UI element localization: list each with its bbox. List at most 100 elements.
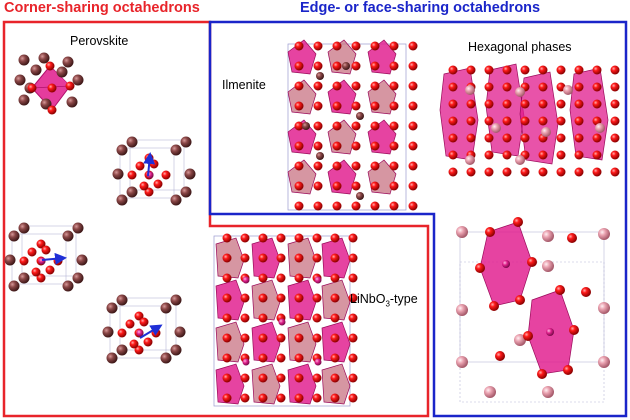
- a-site-atom: [356, 112, 364, 120]
- oxygen-atom: [538, 99, 548, 109]
- oxygen-atom: [240, 393, 250, 403]
- oxygen-atom: [592, 65, 602, 75]
- oxygen-atom: [258, 353, 268, 363]
- oxygen-atom: [351, 61, 361, 71]
- oxygen-atom: [513, 217, 523, 227]
- oxygen-atom: [581, 287, 591, 297]
- oxygen-atom: [408, 161, 418, 171]
- oxygen-atom: [592, 150, 602, 160]
- octahedron: [287, 321, 317, 363]
- oxygen-atom: [258, 253, 268, 263]
- oxygen-atom: [31, 267, 41, 277]
- hexagonal-phase-structure: [439, 63, 620, 177]
- a-site-atom: [112, 168, 124, 180]
- oxygen-atom: [348, 373, 358, 383]
- oxygen-atom: [348, 233, 358, 243]
- oxygen-atom: [448, 116, 458, 126]
- oxygen-atom: [408, 201, 418, 211]
- oxygen-atom: [294, 293, 304, 303]
- displacement-arrow: [41, 252, 67, 265]
- a-site-atom: [465, 85, 475, 95]
- oxygen-atom: [408, 41, 418, 51]
- oxygen-atom: [139, 317, 149, 327]
- a-site-atom: [18, 222, 30, 234]
- oxygen-atom: [592, 99, 602, 109]
- a-site-atom: [542, 230, 554, 242]
- displacement-arrow: [143, 152, 156, 177]
- oxygen-atom: [370, 61, 380, 71]
- edge-face-sharing-heading: Edge- or face-sharing octahedrons: [300, 0, 541, 16]
- oxygen-atom: [527, 257, 537, 267]
- oxygen-atom: [312, 393, 322, 403]
- oxygen-atom: [222, 373, 232, 383]
- oxygen-atom: [27, 83, 37, 93]
- oxygen-atom: [330, 353, 340, 363]
- octahedron: [439, 67, 479, 161]
- oxygen-atom: [610, 65, 620, 75]
- oxygen-atom: [484, 167, 494, 177]
- oxygen-atom: [351, 201, 361, 211]
- corner-sharing-frame: [2, 20, 430, 418]
- oxygen-atom: [153, 179, 163, 189]
- oxygen-atom: [610, 150, 620, 160]
- octahedron: [485, 63, 525, 157]
- oxygen-atom: [294, 233, 304, 243]
- oxygen-atom: [574, 133, 584, 143]
- oxygen-atom: [27, 247, 37, 257]
- a-site-atom: [342, 62, 350, 70]
- oxygen-atom: [348, 393, 358, 403]
- a-site-atom: [356, 192, 364, 200]
- oxygen-atom: [294, 273, 304, 283]
- oxygen-atom: [258, 273, 268, 283]
- oxygen-atom: [538, 82, 548, 92]
- oxygen-atom: [313, 61, 323, 71]
- oxygen-atom: [556, 133, 566, 143]
- a-site-atom: [38, 52, 50, 64]
- oxygen-atom: [502, 65, 512, 75]
- oxygen-atom: [312, 373, 322, 383]
- oxygen-atom: [330, 293, 340, 303]
- oxygen-atom: [370, 41, 380, 51]
- oxygen-atom: [351, 81, 361, 91]
- oxygen-atom: [332, 161, 342, 171]
- oxygen-atom: [330, 333, 340, 343]
- ilmenite-label: Ilmenite: [222, 78, 266, 92]
- a-site-atom: [465, 155, 475, 165]
- oxygen-atom: [313, 121, 323, 131]
- b-site-atom: [502, 260, 510, 268]
- oxygen-atom: [222, 233, 232, 243]
- oxygen-atom: [408, 141, 418, 151]
- a-site-atom: [62, 230, 74, 242]
- b-site-atom: [314, 276, 322, 284]
- oxygen-atom: [294, 353, 304, 363]
- oxygen-atom: [276, 273, 286, 283]
- a-site-atom: [595, 123, 605, 133]
- oxygen-atom: [502, 167, 512, 177]
- oxygen-atom: [538, 65, 548, 75]
- oxygen-atom: [294, 121, 304, 131]
- oxygen-atom: [276, 233, 286, 243]
- a-site-atom: [116, 144, 128, 156]
- oxygen-atom: [47, 105, 57, 115]
- oxygen-atom: [294, 373, 304, 383]
- a-site-atom: [116, 344, 128, 356]
- oxygen-atom: [294, 161, 304, 171]
- octahedron: [251, 363, 281, 405]
- a-site-atom: [56, 66, 68, 78]
- oxygen-atom: [276, 393, 286, 403]
- oxygen-atom: [448, 133, 458, 143]
- oxygen-atom: [408, 101, 418, 111]
- a-site-atom: [515, 155, 525, 165]
- oxygen-atom: [502, 133, 512, 143]
- hexagonal-phases-label: Hexagonal phases: [468, 40, 572, 54]
- oxygen-atom: [312, 253, 322, 263]
- a-site-atom: [18, 94, 30, 106]
- oxygen-atom: [276, 353, 286, 363]
- oxygen-atom: [348, 353, 358, 363]
- oxygen-atom: [484, 65, 494, 75]
- a-site-atom: [170, 294, 182, 306]
- a-site-atom: [598, 356, 610, 368]
- oxygen-atom: [134, 345, 144, 355]
- a-site-atom: [316, 152, 324, 160]
